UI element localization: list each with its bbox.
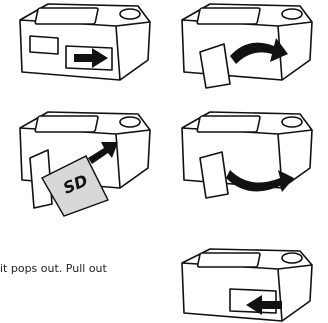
step-3-illustration: SD [8, 108, 158, 218]
step-2-illustration [170, 0, 320, 90]
step-4-illustration [170, 108, 320, 203]
step-1-illustration [8, 0, 158, 85]
instruction-text: it pops out. Pull out [0, 262, 160, 275]
camera-icon [170, 108, 320, 203]
step-5-illustration [170, 245, 328, 323]
camera-icon [170, 245, 328, 323]
camera-icon: SD [8, 108, 158, 218]
camera-icon [8, 0, 158, 85]
camera-icon [170, 0, 320, 90]
